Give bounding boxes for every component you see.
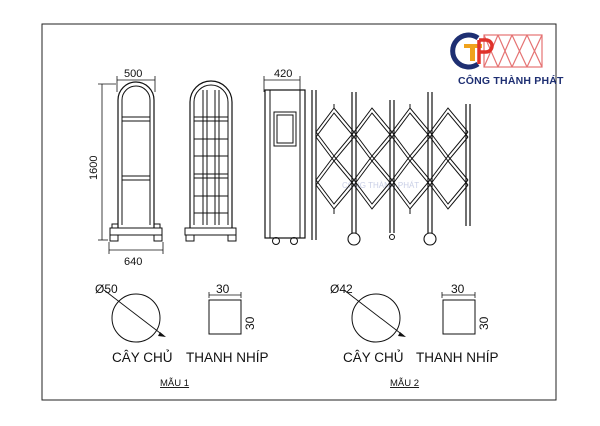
gate-front-view: [109, 81, 163, 242]
sample1-bar-side-label: 30: [243, 316, 257, 330]
gate-mid-view: [184, 80, 237, 242]
drawing-frame: [41, 23, 557, 401]
front-base-label: 640: [124, 256, 142, 268]
sample2-bar-side-label: 30: [477, 316, 491, 330]
sample1-bar-section: 30 30: [208, 282, 257, 335]
watermark: CÔNG THÀNH PHÁT: [342, 181, 419, 190]
sample2-pipe-circle: [351, 293, 401, 343]
sample2-pipe-diameter: Ø42: [330, 282, 353, 296]
company-logo: CÔNG THÀNH PHÁT: [450, 32, 564, 87]
sample1-title: MẪU 1: [160, 377, 189, 389]
sample1-pipe-circle: [111, 293, 161, 343]
sample1-pipe-section: Ø50: [95, 282, 166, 343]
front-height-label: 1600: [88, 156, 100, 180]
sample1-pipe-caption: CÂY CHỦ: [112, 350, 173, 365]
sample1-bar-caption: THANH NHÍP: [186, 350, 269, 365]
side-width-label: 420: [274, 68, 292, 80]
front-width-dimension: 500: [116, 68, 156, 92]
sample2-title: MẪU 2: [390, 377, 419, 389]
scissor-gate-body: [315, 92, 471, 246]
sample2-pipe-caption: CÂY CHỦ: [343, 350, 404, 365]
brand-name: CÔNG THÀNH PHÁT: [458, 74, 564, 87]
front-base-dimension: 640: [108, 242, 164, 268]
gate-side-view: [264, 89, 317, 245]
sample2-bar-square: [442, 299, 476, 335]
sample1-pipe-diameter: Ø50: [95, 282, 118, 296]
sample2-pipe-section: Ø42: [330, 282, 406, 343]
side-width-dimension: 420: [263, 68, 301, 92]
sample2-bar-top-label: 30: [451, 282, 465, 296]
ctp-gate-logo-icon: [450, 32, 543, 70]
sample2-bar-section: 30 30: [441, 282, 491, 335]
sample1-bar-square: [208, 299, 242, 335]
sample1-bar-top-label: 30: [216, 282, 230, 296]
front-width-label: 500: [124, 68, 142, 80]
front-height-dimension: 1600: [88, 83, 116, 241]
sample2-bar-caption: THANH NHÍP: [416, 350, 499, 365]
